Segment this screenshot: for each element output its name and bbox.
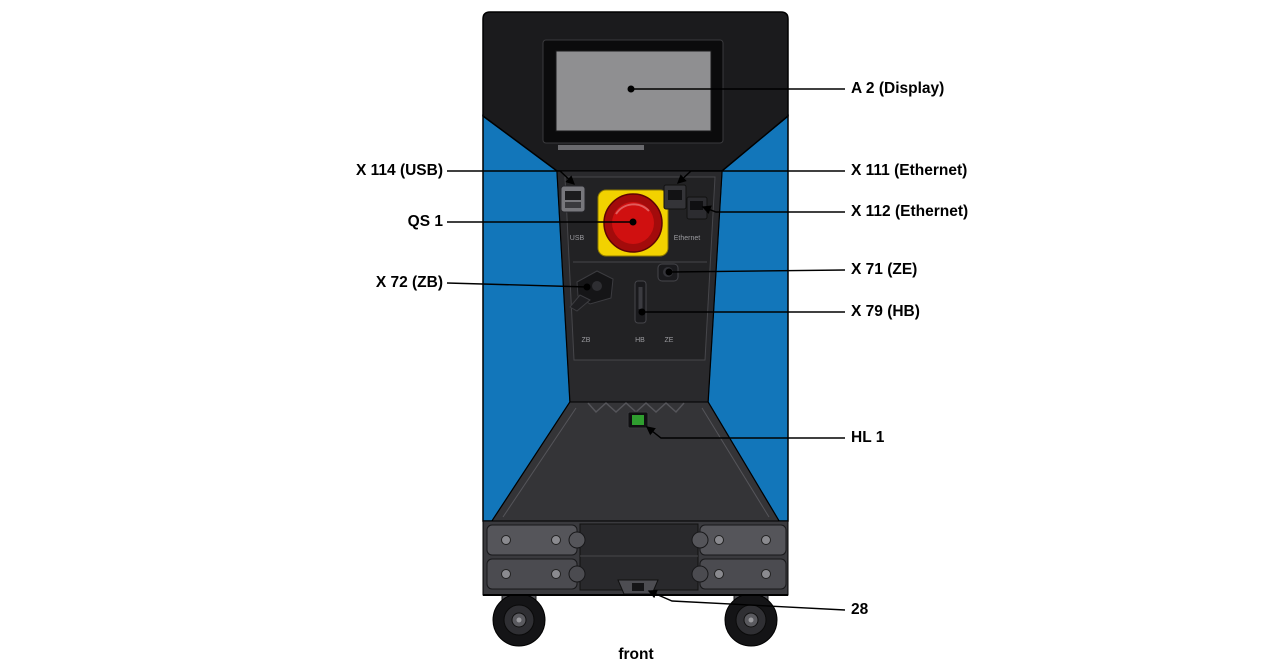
usb-port-label: USB xyxy=(570,235,585,242)
hb-label: HB xyxy=(635,337,645,344)
usb-port-x114 xyxy=(560,185,586,213)
display-trim xyxy=(558,145,644,150)
ramp-edge-right xyxy=(701,407,770,518)
label-x111-ethernet: X 111 (Ethernet) xyxy=(851,162,968,179)
display-a2 xyxy=(542,39,724,150)
leader-hl1 xyxy=(645,426,845,439)
label-a2-display: A 2 (Display) xyxy=(851,80,945,97)
ethernet-port-label: Ethernet xyxy=(674,235,701,242)
leader-lines xyxy=(446,85,846,611)
leader-a2 xyxy=(627,85,845,93)
label-qs1: QS 1 xyxy=(407,213,443,230)
label-x114-usb: X 114 (USB) xyxy=(355,162,443,179)
label-28: 28 xyxy=(851,601,869,618)
label-x112-ethernet: X 112 (Ethernet) xyxy=(851,203,969,220)
label-x72-zb: X 72 (ZB) xyxy=(375,274,443,291)
connector-x79 xyxy=(634,280,647,324)
hinge-right xyxy=(691,524,787,590)
ze-label: ZE xyxy=(665,337,674,344)
leader-28 xyxy=(647,589,846,611)
leader-x114 xyxy=(447,170,576,185)
status-led-hl1 xyxy=(627,411,649,429)
zb-label: ZB xyxy=(582,337,591,344)
caster-wheel-right xyxy=(724,585,778,647)
leader-qs1 xyxy=(447,218,637,226)
leader-x79 xyxy=(638,308,845,316)
caption-front: front xyxy=(618,646,654,663)
ramp-edge-left xyxy=(502,407,577,518)
base-assembly xyxy=(482,520,789,596)
ethernet-port-x111 xyxy=(663,184,687,210)
label-x71-ze: X 71 (ZE) xyxy=(851,261,918,278)
leader-x71 xyxy=(665,268,846,276)
hinge-left xyxy=(486,524,586,590)
leader-x112 xyxy=(701,205,845,215)
label-hl1: HL 1 xyxy=(851,429,885,446)
leader-x111 xyxy=(676,170,845,184)
connector-x72 xyxy=(569,270,614,312)
caster-wheel-left xyxy=(492,585,546,647)
label-x79-hb: X 79 (HB) xyxy=(851,303,920,320)
leader-x72 xyxy=(446,282,591,291)
